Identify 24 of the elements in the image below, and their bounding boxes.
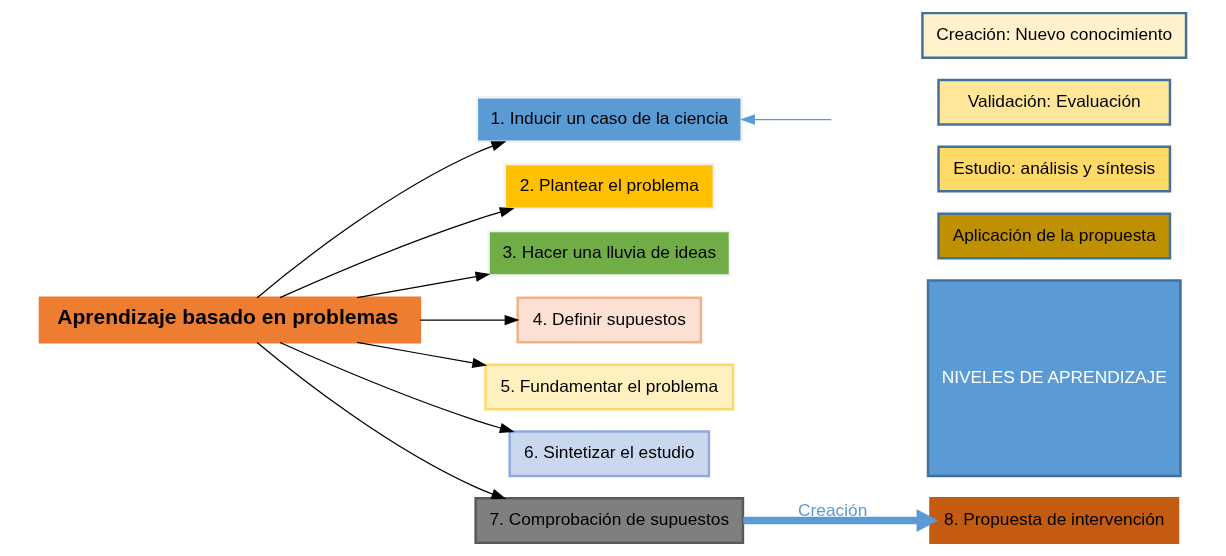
node-box: Estudio: análisis y síntesis — [937, 145, 1172, 193]
node-box: Aprendizaje basado en problemas — [38, 296, 422, 344]
arrow — [356, 271, 491, 299]
arrow — [279, 341, 515, 433]
node-box: 1. Inducir un caso de la ciencia — [475, 96, 743, 144]
arrow — [356, 341, 488, 368]
node-box: 4. Definir supuestos — [516, 296, 703, 344]
node-box: Creación: Nuevo conocimiento — [921, 11, 1188, 59]
node-box: 3. Hacer una lluvia de ideas — [487, 229, 732, 277]
node-box: NIVELES DE APRENDIZAJE — [926, 279, 1182, 478]
edge-label: Creación — [798, 499, 868, 520]
arrow — [419, 314, 520, 326]
node-box: Validación: Evaluación — [937, 78, 1172, 126]
arrow — [256, 141, 507, 299]
node-box: 8. Propuesta de intervención — [929, 497, 1180, 545]
arrow — [256, 341, 507, 499]
node-box: 2. Plantear el problema — [503, 162, 716, 210]
node-box: Aplicación de la propuesta — [937, 212, 1172, 260]
node-box: 7. Comprobación de supuestos — [474, 497, 745, 545]
node-box: 5. Fundamentar el problema — [484, 363, 735, 411]
node-box: 6. Sintetizar el estudio — [508, 430, 711, 478]
arrow — [279, 207, 515, 299]
arrow — [743, 509, 939, 532]
arrow — [740, 114, 832, 125]
